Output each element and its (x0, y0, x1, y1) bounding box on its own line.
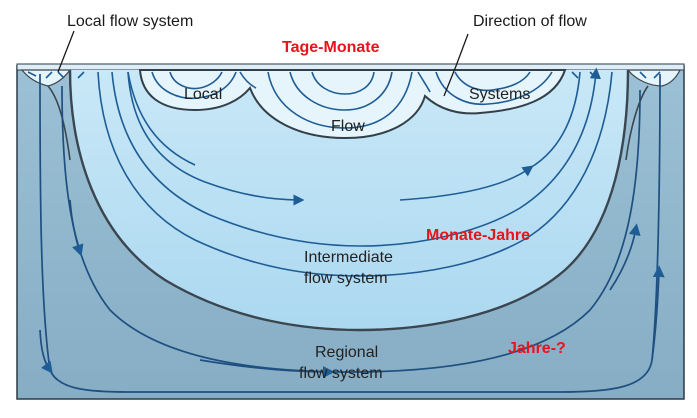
local-loop (311, 71, 375, 95)
intermediate-flow-line (111, 67, 601, 247)
label-local-flow-system: Local flow system (67, 13, 193, 30)
label-jahre: Jahre-? (508, 340, 566, 357)
local-loop (417, 71, 431, 93)
intermediate-flow-line (127, 71, 196, 166)
local-flow-pointer (57, 30, 75, 73)
local-flow-zone (138, 69, 567, 140)
regional-flow-arrow (69, 199, 84, 257)
direction-pointer (443, 33, 469, 97)
regional-flow-line (39, 73, 661, 393)
regional-flow-line (61, 85, 641, 373)
local-loop (239, 71, 257, 89)
regional-flow-arrow (39, 329, 53, 374)
label-monate-jahre: Monate-Jahre (426, 227, 530, 244)
local-loop (169, 71, 223, 90)
regional-flow-arrow (651, 265, 665, 361)
label-flow: Flow (331, 118, 365, 135)
local-loop (151, 71, 237, 100)
regional-flow-arrow (199, 359, 335, 378)
label-regional-line1: Regional (315, 344, 378, 361)
label-systems: Systems (469, 86, 530, 103)
label-regional-line2: flow system (299, 365, 383, 382)
local-loop (454, 71, 531, 92)
intermediate-flow-line (529, 71, 581, 169)
regional-flow-arrow (609, 223, 641, 291)
label-direction-of-flow: Direction of flow (473, 13, 587, 30)
surface-flow-arrows (27, 71, 661, 79)
label-tage-monate: Tage-Monate (282, 39, 380, 56)
intermediate-flow-line (127, 71, 305, 206)
intermediate-flow-line (399, 165, 534, 201)
intermediate-flow-line (97, 71, 613, 277)
right-divide (625, 85, 649, 161)
intermediate-flow-zone (70, 70, 628, 330)
label-local: Local (184, 86, 222, 103)
label-intermediate-line2: flow system (304, 270, 388, 287)
intermediate-boundary (68, 69, 630, 332)
label-intermediate-line1: Intermediate (304, 249, 393, 266)
local-loop (289, 71, 393, 111)
local-loop (267, 71, 413, 129)
